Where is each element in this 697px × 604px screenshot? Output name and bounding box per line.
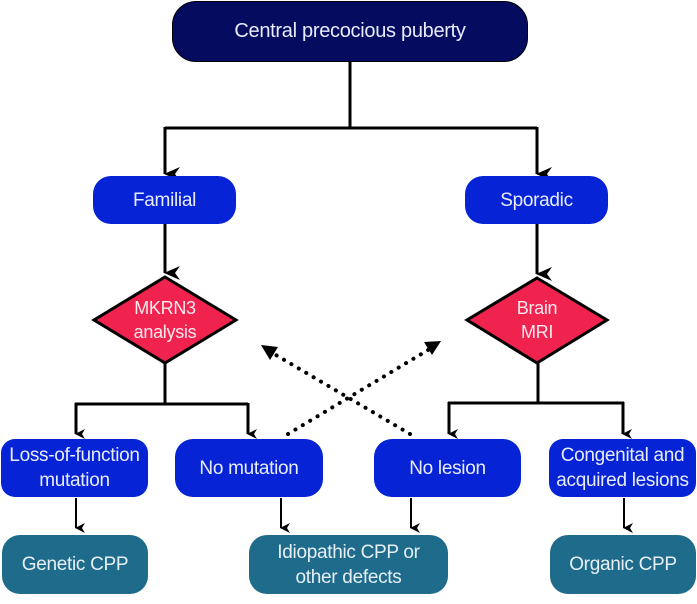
finding-lesions-line1: Congenital and: [560, 445, 685, 466]
finding-lesions: Congenital and acquired lesions: [549, 439, 696, 497]
edge-root-split: [165, 62, 537, 130]
dotted-arrowhead-mri: [424, 341, 441, 355]
edge-mkrn3-split: [75, 363, 248, 406]
finding-lof-line2: mutation: [39, 470, 110, 491]
decision-brain-mri: Brain MRI: [477, 296, 597, 344]
decision-mkrn3: MKRN3 analysis: [105, 296, 225, 344]
dotted-edge-nomut-to-mri: [286, 342, 440, 436]
outcome-idiopathic-cpp: Idiopathic CPP or other defects: [249, 535, 448, 594]
outcome-organic-cpp: Organic CPP: [550, 535, 696, 594]
root-node: Central precocious puberty: [172, 1, 528, 62]
branch-sporadic: Sporadic: [465, 176, 608, 224]
finding-loss-of-function: Loss-of-function mutation: [1, 439, 148, 497]
outcome-idiopathic-line2: other defects: [295, 566, 402, 588]
finding-lof-line1: Loss-of-function: [9, 445, 140, 466]
dotted-edge-nolesion-to-mkrn3: [262, 346, 412, 436]
decision-mkrn3-line1: MKRN3: [134, 298, 196, 318]
outcome-idiopathic-line1: Idiopathic CPP or: [277, 541, 420, 563]
branch-familial-label: Familial: [132, 189, 197, 211]
branch-sporadic-label: Sporadic: [500, 189, 573, 211]
branch-familial: Familial: [93, 176, 236, 224]
outcome-genetic-cpp: Genetic CPP: [2, 535, 148, 594]
edge-mri-split: [448, 363, 624, 405]
root-label: Central precocious puberty: [234, 20, 466, 42]
decision-mri-line1: Brain: [516, 298, 558, 318]
finding-lesions-line2: acquired lesions: [556, 470, 689, 491]
outcome-organic-label: Organic CPP: [569, 554, 677, 575]
decision-mkrn3-line2: analysis: [133, 322, 197, 342]
finding-no-lesion: No lesion: [374, 439, 521, 497]
outcome-genetic-label: Genetic CPP: [21, 554, 129, 575]
finding-no-lesion-label: No lesion: [409, 457, 486, 479]
decision-mri-line2: MRI: [520, 322, 554, 342]
finding-no-mutation-label: No mutation: [199, 457, 299, 479]
dotted-arrowhead-mkrn3: [261, 345, 278, 360]
finding-no-mutation: No mutation: [175, 439, 323, 497]
